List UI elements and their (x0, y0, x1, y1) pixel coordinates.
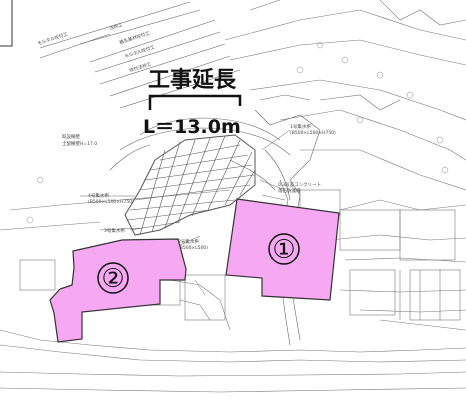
svg-text:3号集水桝: 3号集水桝 (104, 227, 125, 234)
svg-text:落石防護柵: 落石防護柵 (278, 187, 301, 194)
zone-2-badge (97, 262, 129, 294)
zone-2-area (49, 238, 187, 343)
length-bracket-icon (148, 94, 242, 110)
svg-text:(B500×L500×H750): (B500×L500×H750) (88, 199, 134, 205)
zone-2: ② (49, 238, 187, 343)
tree-symbols (26, 41, 449, 224)
spec-small-text: モルタル吹付工 法枠工 植生基材吹付工 モルタル吹付工 吹付法枠工 (36, 21, 156, 74)
svg-text:2号集水桝: 2号集水桝 (178, 238, 199, 245)
terrain-lines (0, 0, 466, 393)
zone-1-area (225, 198, 340, 301)
svg-text:土留擁壁H=17.0: 土留擁壁H=17.0 (62, 140, 97, 147)
svg-text:(B500×L500): (B500×L500) (178, 245, 208, 251)
zone-1: ① (225, 198, 340, 301)
legend-box-corner (0, 0, 13, 47)
construction-length-title: 工事延長 (148, 67, 237, 93)
background-buildings (19, 189, 461, 321)
zone-1-label: ① (272, 235, 295, 265)
svg-text:0.3段差コンクリート: 0.3段差コンクリート (278, 181, 321, 188)
construction-length-value: L＝13.0m (143, 116, 241, 138)
svg-text:モルタル吹付工: モルタル吹付工 (36, 30, 69, 47)
drainage-small-text: 既設擁壁 土留擁壁H=17.0 4号集水桝 (B500×L500×H750) 1… (62, 123, 336, 251)
zone-2-label: ② (101, 264, 124, 294)
slope-frame-grid (124, 134, 256, 236)
spec-callouts (39, 1, 241, 109)
svg-text:法枠工: 法枠工 (108, 21, 123, 32)
length-annotation: 工事延長 L＝13.0m (143, 67, 242, 138)
zone-1-badge (268, 233, 300, 265)
svg-text:(B500×L500×H750): (B500×L500×H750) (290, 130, 336, 136)
svg-text:4号集水桝: 4号集水桝 (88, 192, 109, 199)
svg-text:既設擁壁: 既設擁壁 (62, 133, 80, 140)
svg-text:1号集水桝: 1号集水桝 (290, 123, 311, 130)
